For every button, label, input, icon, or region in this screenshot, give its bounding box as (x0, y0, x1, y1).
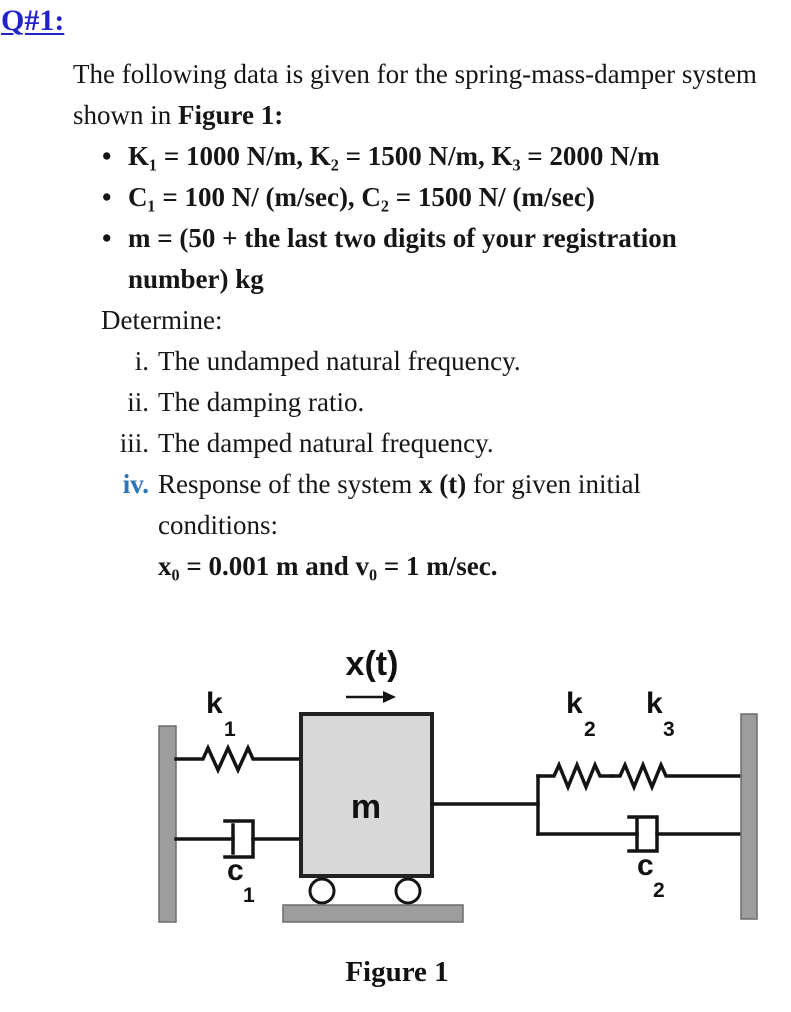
bullet-marker-icon: • (102, 182, 112, 212)
damper-c2 (536, 815, 743, 853)
motion-arrow-icon (346, 691, 396, 703)
spring-k1-label: k 1 (206, 687, 236, 741)
list-item-i: i. The undamped natural frequency. (97, 341, 767, 382)
spring-k3 (610, 760, 743, 792)
right-wall (740, 713, 758, 920)
bullet-marker-icon: • (102, 141, 112, 171)
intro-paragraph: The following data is given for the spri… (73, 54, 767, 136)
damper-c1 (174, 819, 303, 859)
figure-1-diagram: x(t) k 1 c 1 m (158, 645, 758, 988)
bullet-damping-values: • C₁ = 100 N/ (m/sec), C₂ = 1500 N/ (m/s… (102, 177, 767, 218)
mass-label: m (351, 788, 381, 826)
mass-block (299, 712, 434, 878)
figure-reference: Figure 1: (178, 100, 284, 130)
bullet-marker-icon: • (102, 223, 112, 253)
k1-subscript: 1 (224, 718, 236, 741)
determine-label: Determine: (101, 305, 223, 335)
question-body: The following data is given for the spri… (0, 38, 791, 587)
item-iv-seg1: Response of the system (158, 469, 419, 499)
item-iii-text: The damped natural frequency. (158, 428, 494, 458)
displacement-label: x(t) (346, 645, 399, 683)
wheel-right (394, 877, 422, 905)
c1-subscript: 1 (243, 884, 255, 907)
list-item-iv: iv. Response of the system x (t) for giv… (97, 464, 767, 546)
k3-letter: k (646, 687, 663, 720)
item-iv-marker: iv. (122, 469, 149, 499)
item-ii-text: The damping ratio. (158, 387, 365, 417)
spring-k2-label: k 2 (566, 687, 596, 741)
intro-text: The following data is given for the spri… (73, 59, 757, 130)
c1-letter: c (227, 854, 244, 887)
ground (282, 904, 464, 923)
item-iv-xt: x (t) (418, 469, 467, 499)
wheel-left (308, 877, 336, 905)
figure-caption: Figure 1 (345, 956, 448, 988)
k2-letter: k (566, 687, 583, 720)
c2-subscript: 2 (653, 879, 665, 902)
list-item-ii: ii. The damping ratio. (97, 382, 767, 423)
mass-value-text: m = (50 + the last two digits of your re… (128, 223, 677, 294)
question-heading: Q#1: (1, 4, 65, 37)
item-iv-seg3: for given initial (466, 469, 641, 499)
left-wall (158, 725, 177, 923)
damping-values-text: C₁ = 100 N/ (m/sec), C₂ = 1500 N/ (m/sec… (128, 182, 595, 212)
bullet-stiffness-values: • K₁ = 1000 N/m, K₂ = 1500 N/m, K₃ = 200… (102, 136, 767, 177)
initial-conditions-text: x₀ = 0.001 m and v₀ = 1 m/sec. (158, 551, 498, 581)
spring-k3-label: k 3 (646, 687, 675, 741)
item-i-marker: i. (134, 346, 149, 376)
stiffness-values-text: K₁ = 1000 N/m, K₂ = 1500 N/m, K₃ = 2000 … (128, 141, 660, 171)
c2-letter: c (637, 849, 654, 882)
k1-letter: k (206, 687, 223, 720)
damper-c1-label: c 1 (227, 854, 255, 907)
k2-subscript: 2 (584, 718, 596, 741)
spring-k1 (174, 743, 303, 775)
spring-k2 (536, 760, 614, 792)
damper-c2-label: c 2 (637, 849, 665, 902)
item-iv-line2: conditions: (158, 510, 278, 540)
item-iii-marker: iii. (119, 428, 149, 458)
k3-subscript: 3 (663, 718, 675, 741)
list-item-iii: iii. The damped natural frequency. (97, 423, 767, 464)
item-iv-text: Response of the system x (t) for given i… (158, 464, 641, 546)
bullet-mass-value: • m = (50 + the last two digits of your … (102, 218, 767, 300)
item-i-text: The undamped natural frequency. (158, 346, 521, 376)
item-ii-marker: ii. (127, 387, 149, 417)
